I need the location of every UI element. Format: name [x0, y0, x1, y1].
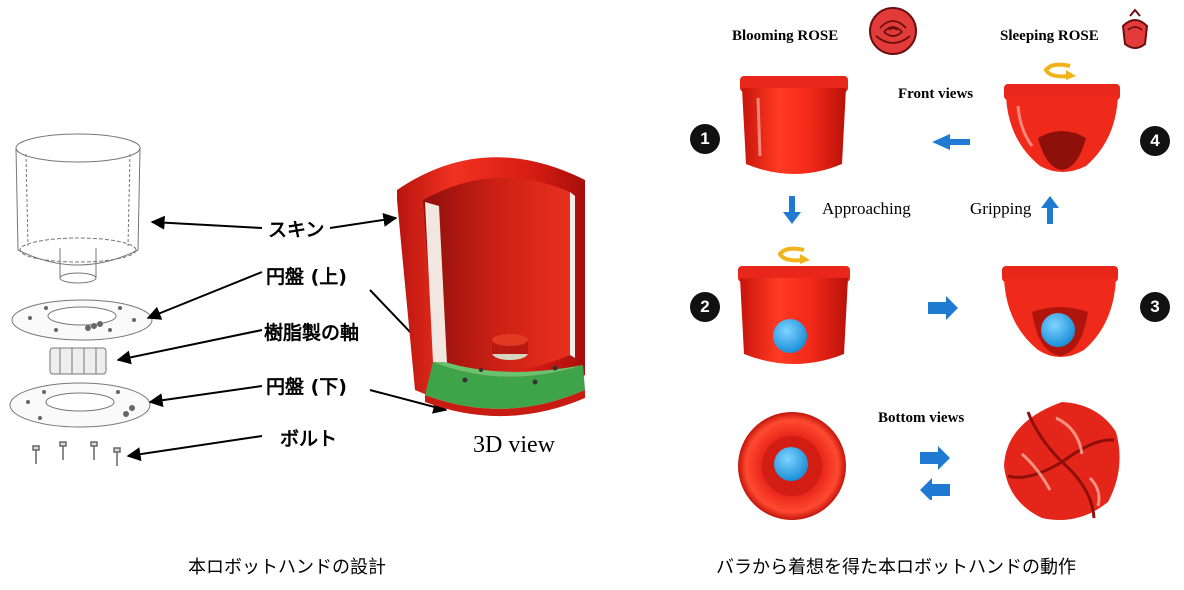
label-approaching: Approaching: [822, 199, 911, 218]
gripper-step-3: [998, 262, 1122, 372]
flow-arrows: [700, 120, 1060, 500]
label-gripping: Gripping: [970, 199, 1032, 218]
label-disk-upper: 円盤 (上): [266, 266, 347, 288]
label-sleeping-rose: Sleeping ROSE: [1000, 28, 1099, 44]
step-badge-3: 3: [1140, 292, 1170, 322]
label-3d-view: 3D view: [473, 432, 555, 458]
label-bolt: ボルト: [280, 428, 338, 450]
label-skin: スキン: [268, 219, 325, 241]
leader-arrows: [0, 0, 470, 480]
label-bottom-views: Bottom views: [878, 410, 965, 426]
gripper-step-2: [736, 262, 852, 374]
step-badge-4: 4: [1140, 126, 1170, 156]
step-badge-1: 1: [690, 124, 720, 154]
label-resin-shaft: 樹脂製の軸: [264, 322, 360, 344]
exploded-view-drawing: [0, 120, 170, 480]
cutaway-3d-model: [385, 140, 615, 425]
label-blooming-rose: Blooming ROSE: [732, 28, 839, 44]
label-front-views: Front views: [898, 86, 974, 102]
label-disk-lower: 円盤 (下): [266, 376, 347, 398]
rotate-icon-top: [1040, 60, 1080, 82]
bottom-view-twisted: [998, 398, 1126, 528]
caption-design: 本ロボットハンドの設計: [188, 557, 386, 578]
gripper-step-4: [1000, 80, 1124, 180]
caption-motion: バラから着想を得た本ロボットハンドの動作: [716, 557, 1076, 578]
blooming-rose-icon: [866, 6, 920, 56]
sleeping-rose-icon: [1118, 8, 1152, 52]
step-badge-2: 2: [690, 292, 720, 322]
rotate-icon-step2: [774, 244, 814, 266]
bottom-view-open: [736, 410, 848, 522]
gripper-step-1: [738, 72, 850, 184]
